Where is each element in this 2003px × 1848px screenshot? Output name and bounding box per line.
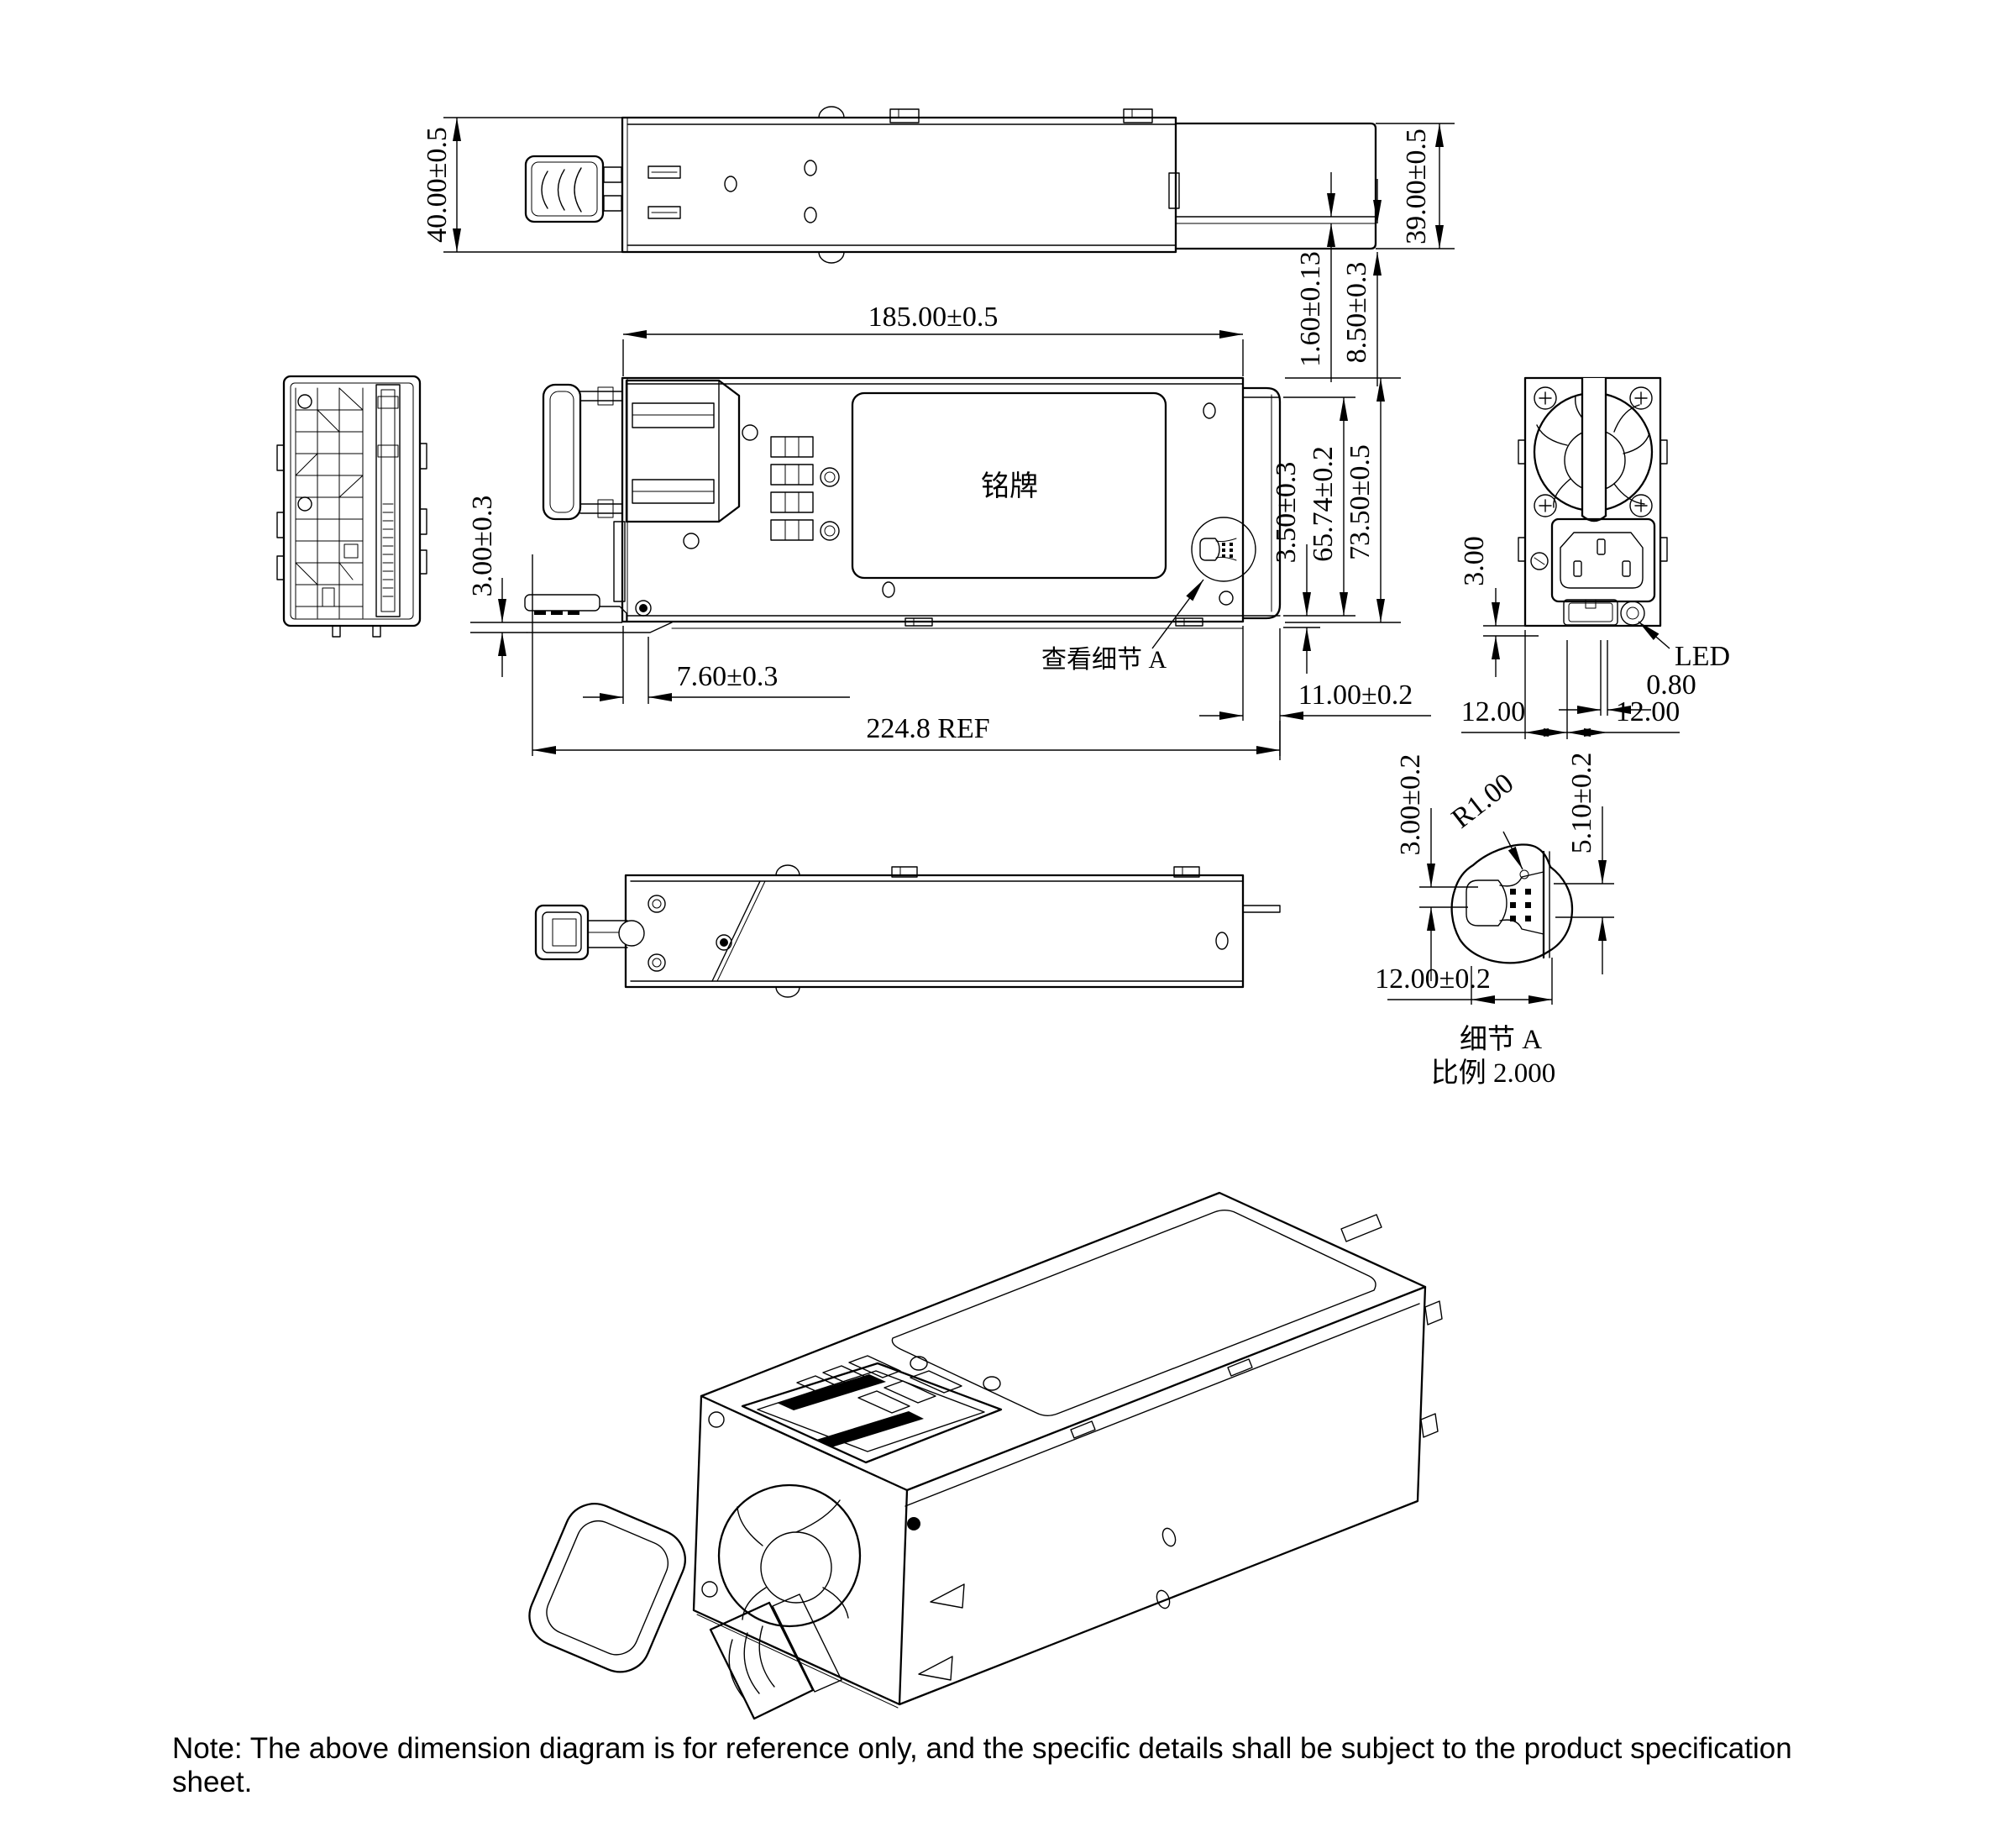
dim-detail-depth: 3.00±0.2 (1395, 754, 1426, 856)
top-view-dimensions: 40.00±0.5 39.00±0.5 1.60±0.13 8.50±0.3 (422, 117, 1455, 386)
side-view (1518, 376, 1668, 627)
dim-detail-width: 12.00±0.2 (1375, 963, 1491, 995)
detail-title: 细节 A (1460, 1024, 1542, 1055)
top-rear-extension (1168, 122, 1377, 250)
side-handle-bar (1581, 376, 1607, 522)
side-view-dimensions: 3.00 LED 0.80 12.00 12.00 (1459, 536, 1730, 739)
top-view (524, 106, 1377, 264)
dim-step-large: 8.50±0.3 (1341, 262, 1372, 364)
top-view-body (621, 116, 1177, 254)
top-latch-handle (524, 155, 622, 223)
dim-overall-height: 73.50±0.5 (1345, 444, 1376, 560)
bottom-pin (1242, 905, 1281, 913)
iso-outline (692, 1191, 1427, 1706)
inlet-screw (1530, 552, 1549, 570)
dim-step-small: 1.60±0.13 (1295, 251, 1326, 367)
note-text: Note: The above dimension diagram is for… (172, 1732, 1792, 1798)
detail-callout-label: 查看细节 A (1041, 646, 1167, 674)
iso-fan (701, 1411, 862, 1628)
top-hole-3 (804, 207, 817, 223)
detail-scale: 比例 2.000 (1431, 1058, 1556, 1089)
rear-connector (375, 384, 401, 617)
rear-view (276, 375, 427, 638)
dim-front-offset: 7.60±0.3 (677, 661, 779, 692)
rear-grid (295, 387, 364, 619)
dim-rear-gap: 3.50±0.3 (1271, 462, 1302, 564)
top-hole-1 (724, 176, 737, 192)
rear-hole-2 (297, 496, 312, 512)
iso-latch-tab (709, 1593, 842, 1720)
dim-side-width-right: 12.00 (1616, 696, 1681, 727)
dim-body-length: 185.00±0.5 (868, 302, 999, 333)
iec-inlet (1550, 517, 1656, 603)
rear-hole-1 (297, 394, 312, 409)
dim-detail-radius: R1.00 (1446, 768, 1520, 835)
top-hole-2 (804, 160, 817, 176)
dim-side-foot: 3.00 (1459, 536, 1490, 586)
top-slot-2 (648, 206, 681, 219)
front-view-dimensions: 185.00±0.5 3.00±0.3 7.60±0.3 224.8 REF 查… (467, 302, 1431, 760)
bottom-view-body (624, 874, 1245, 989)
rear-tabs (276, 443, 427, 638)
led-indicator (1620, 601, 1645, 626)
led-label: LED (1675, 641, 1730, 672)
isometric-view (528, 1191, 1443, 1720)
dim-rear-height: 39.00±0.5 (1401, 129, 1432, 244)
nameplate (851, 391, 1167, 580)
front-view: 铭牌 (524, 376, 1282, 633)
front-latch-block (625, 379, 741, 523)
detail-a-contacts (1510, 889, 1531, 921)
iso-vents (796, 1355, 1001, 1414)
front-rear-panel (1241, 386, 1282, 620)
dim-detail-height: 5.10±0.2 (1566, 753, 1597, 854)
rear-view-outline (282, 375, 422, 627)
front-view-body (621, 376, 1245, 623)
iso-handle-well (741, 1362, 1003, 1464)
top-slot-1 (648, 165, 681, 179)
dim-side-width-left: 12.00 (1461, 696, 1526, 727)
side-screws (1534, 386, 1653, 517)
iso-label-recess (891, 1210, 1376, 1416)
front-handle (542, 383, 623, 521)
front-screw (639, 604, 648, 612)
iso-handle-loop (528, 1503, 686, 1673)
dim-rear-overhang: 11.00±0.2 (1298, 680, 1413, 711)
side-latch-tab (1563, 599, 1618, 626)
dim-foot-clearance: 3.00±0.3 (467, 496, 498, 597)
dim-overall-length: 224.8 REF (866, 713, 989, 744)
front-foot (524, 594, 627, 622)
dim-top-height: 40.00±0.5 (422, 127, 453, 243)
front-vents (770, 436, 814, 541)
nameplate-label: 铭牌 (981, 470, 1038, 502)
detail-a-marker (1191, 517, 1256, 582)
bottom-latch (534, 904, 645, 961)
bottom-view (534, 864, 1281, 998)
detail-a-view: R1.00 3.00±0.2 5.10±0.2 12.00±0.2 细节 A 比… (1375, 753, 1614, 1089)
side-tabs (1518, 439, 1668, 562)
dim-opening-height: 65.74±0.2 (1308, 446, 1339, 562)
dim-led-offset: 0.80 (1646, 669, 1696, 701)
